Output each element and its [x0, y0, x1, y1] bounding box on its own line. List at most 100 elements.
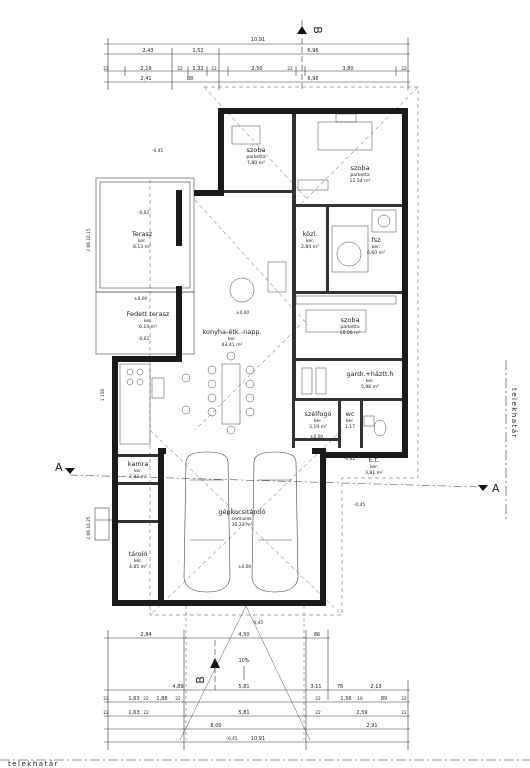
section-a-right-marker: A	[478, 482, 500, 495]
svg-text:ker.: ker.	[138, 238, 146, 244]
level-mark: ±0,00	[236, 310, 249, 316]
svg-text:Terasz: Terasz	[131, 230, 153, 238]
level-marks: -0,45 -0,02 -0,02 ±0,00 ±0,00 ±0,00 -0,0…	[134, 148, 365, 626]
svg-text:30,22 m²: 30,22 m²	[232, 522, 253, 528]
room-terasz: Terasz ker. 8,13 m²	[131, 230, 153, 250]
exterior-walls	[112, 108, 408, 606]
top-dim: 2,41	[140, 76, 151, 82]
bottom-dim: 22	[175, 696, 181, 702]
svg-text:közl.: közl.	[303, 230, 318, 238]
svg-text:B: B	[311, 26, 324, 34]
svg-text:parketta: parketta	[350, 172, 370, 178]
room-fedett-terasz: Fedett terasz ker. 6,14 m²	[127, 310, 170, 330]
level-mark: -0,45	[226, 736, 237, 742]
svg-text:ker.: ker.	[346, 418, 354, 424]
bottom-dim: 22	[315, 696, 321, 702]
svg-text:7,80 m²: 7,80 m²	[247, 160, 265, 166]
svg-text:szoba: szoba	[247, 146, 266, 154]
level-mark: ±0,00	[134, 296, 147, 302]
svg-text:B: B	[194, 676, 207, 684]
room-szoba-3: szoba parketta 10,06 m²	[340, 316, 361, 336]
boundary-label-right: telekhatár	[510, 388, 518, 439]
terrace-outline	[94, 177, 195, 541]
top-dim: 2,50	[251, 66, 262, 72]
svg-text:kamra: kamra	[128, 460, 149, 468]
section-b-bottom-marker: B	[194, 640, 220, 690]
svg-text:ker.: ker.	[228, 336, 236, 342]
level-mark: -0,45	[252, 620, 263, 626]
ramp-slope: 10%	[238, 658, 249, 664]
room-labels: szoba parketta 7,80 m² szoba parketta 12…	[127, 146, 394, 570]
top-dim: 2,43	[142, 48, 153, 54]
top-dim: 22	[103, 66, 109, 72]
boundary-label-bottom: telekhatár	[8, 760, 59, 768]
bottom-dim: 2,91	[366, 723, 377, 729]
svg-text:A: A	[55, 461, 63, 474]
bottom-dim: 22	[315, 710, 321, 716]
room-kozl: közl. ker. 2,84 m²	[301, 230, 319, 250]
svg-text:A: A	[492, 482, 500, 495]
top-dim: 6,96	[307, 48, 318, 54]
top-dim: 1,32	[192, 66, 203, 72]
svg-text:1,17: 1,17	[345, 424, 355, 430]
top-dim: 22	[287, 66, 293, 72]
room-szoba-2: szoba parketta 12,54 m²	[350, 164, 371, 184]
svg-text:2 06 10 25: 2 06 10 25	[86, 516, 92, 540]
room-bejarat: E.t. ker. 3,81 m²	[365, 456, 383, 476]
top-dim: 22	[177, 66, 183, 72]
svg-text:2 06 10 15: 2 06 10 15	[86, 228, 92, 252]
room-konyha: konyha-étk.-napp. ker. 43,41 m²	[202, 328, 261, 348]
top-dim: 22	[401, 66, 407, 72]
svg-text:1 150: 1 150	[100, 389, 106, 402]
svg-text:parketta: parketta	[340, 324, 360, 330]
svg-text:gardr.+háztt.h: gardr.+háztt.h	[346, 370, 393, 378]
bottom-dim: 22	[143, 710, 149, 716]
room-furdo: fsz ker. 6,60 m²	[367, 236, 385, 256]
bottom-dim: 1,88	[156, 696, 167, 702]
svg-text:ker.: ker.	[314, 418, 322, 424]
driveway	[179, 605, 311, 741]
bottom-dim: 2,84	[140, 632, 151, 638]
svg-text:kér.: kér.	[134, 557, 142, 564]
svg-text:gépkocsitároló: gépkocsitároló	[218, 508, 265, 516]
svg-text:ker.: ker.	[134, 468, 142, 474]
svg-text:3,19 m²: 3,19 m²	[309, 424, 327, 430]
svg-text:10,06 m²: 10,06 m²	[340, 330, 361, 336]
svg-text:ker.: ker.	[144, 318, 152, 324]
svg-text:6,60 m²: 6,60 m²	[367, 250, 385, 256]
svg-text:2,82 m²: 2,82 m²	[129, 474, 147, 480]
svg-text:wc: wc	[346, 410, 355, 418]
interior-walls	[118, 114, 402, 523]
svg-text:Fedett terasz: Fedett terasz	[127, 310, 170, 318]
svg-text:szoba: szoba	[351, 164, 370, 172]
bottom-dim: 89	[381, 696, 387, 702]
svg-text:ker.: ker.	[370, 464, 378, 470]
bottom-dim: 5,81	[238, 684, 249, 690]
room-wc: wc ker. 1,17	[345, 410, 355, 430]
bottom-dim: 22	[401, 696, 407, 702]
bottom-dim: 1,63	[128, 710, 139, 716]
svg-text:parketta: parketta	[246, 154, 266, 160]
svg-text:2,84 m²: 2,84 m²	[301, 244, 319, 250]
bottom-dim: 1,56	[340, 696, 351, 702]
level-mark: -0,02	[344, 456, 355, 462]
level-mark: ±0,00	[310, 434, 323, 440]
side-notes: 2 06 10 15 1 150 2 06 10 25	[86, 228, 106, 540]
svg-text:fsz: fsz	[371, 236, 381, 244]
bottom-dim: 1,63	[128, 696, 139, 702]
level-mark: -0,02	[138, 336, 149, 342]
bottom-total-dim: 10,91	[251, 736, 265, 742]
svg-text:konyha-étk.-napp.: konyha-étk.-napp.	[202, 328, 261, 336]
svg-text:ker.: ker.	[372, 244, 380, 250]
level-mark: -0,02	[138, 210, 149, 216]
bottom-dim: 2,59	[356, 710, 367, 716]
cars	[183, 451, 299, 593]
top-dimensions	[104, 38, 410, 90]
bottom-dim: 5,81	[238, 710, 249, 716]
room-kamra: kamra ker. 2,82 m²	[128, 460, 149, 480]
bottom-dim: 78	[337, 684, 343, 690]
svg-text:3,81 m²: 3,81 m²	[365, 470, 383, 476]
bottom-dim: 86	[314, 632, 320, 638]
svg-text:8,13 m²: 8,13 m²	[133, 244, 151, 250]
top-dim: 22	[211, 66, 217, 72]
